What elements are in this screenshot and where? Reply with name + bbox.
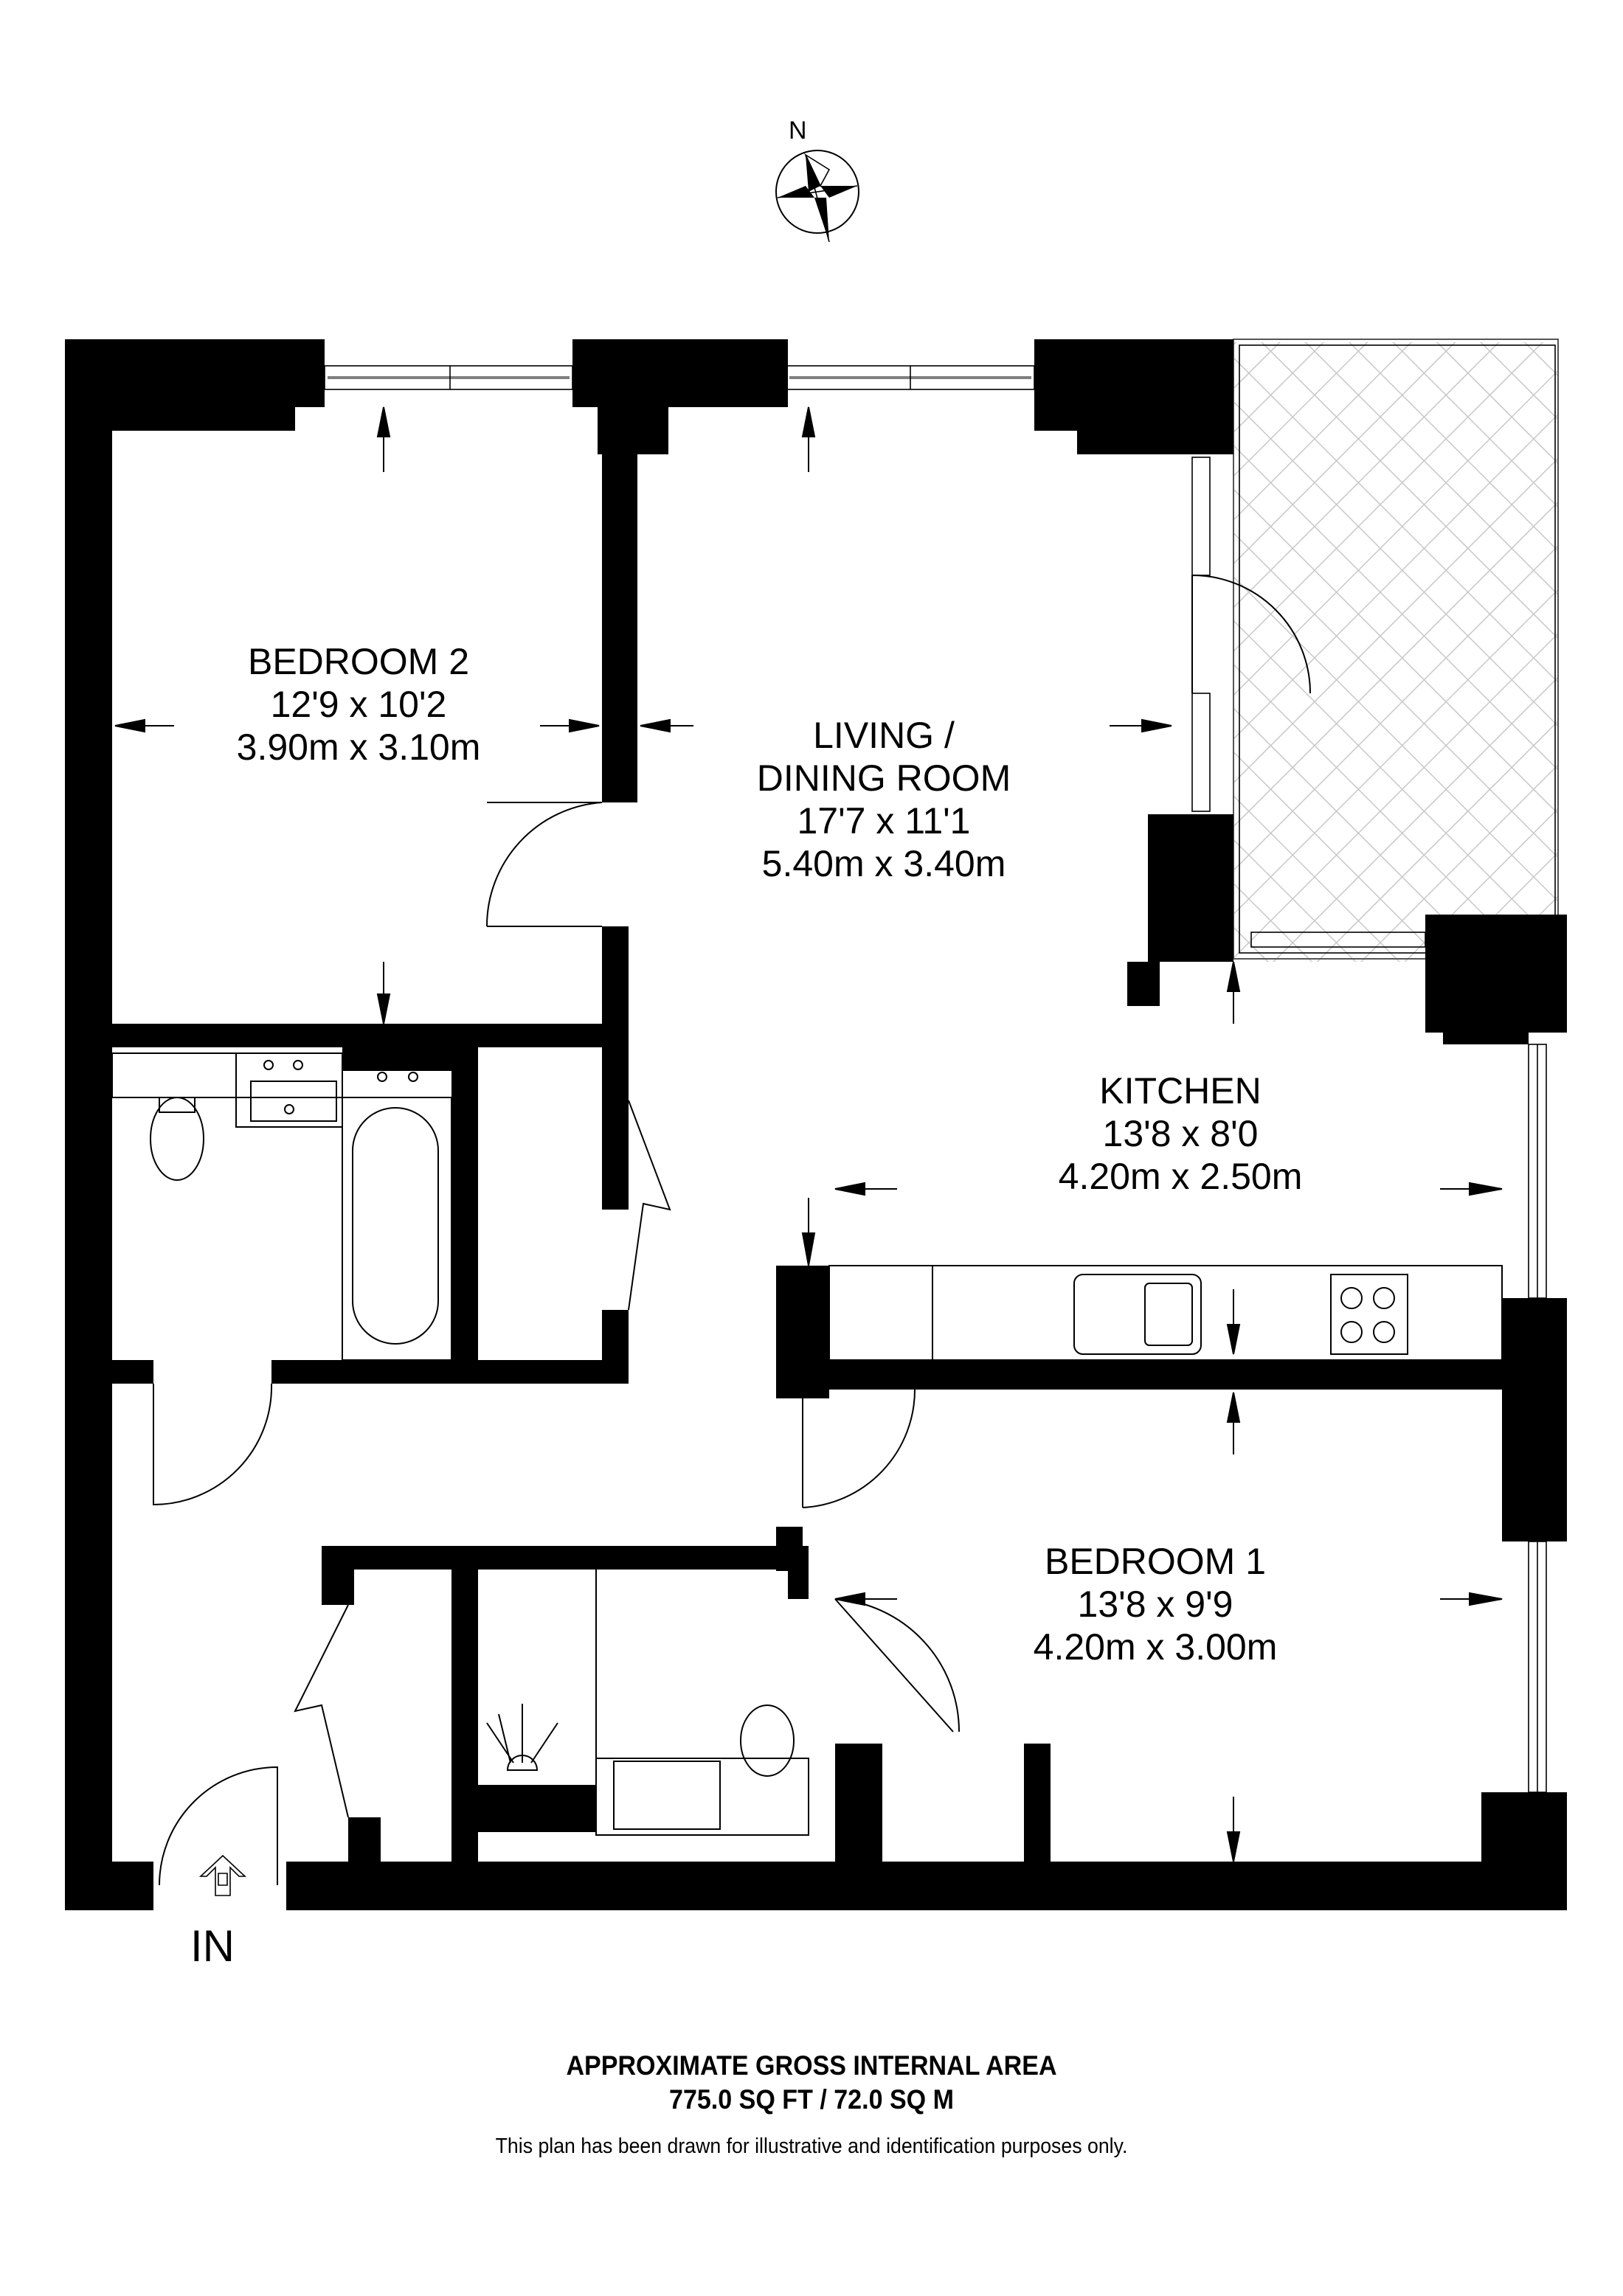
ensuite-fixtures (486, 1570, 809, 1836)
kitchen-fixtures (828, 1265, 1503, 1361)
compass-north-label: N (789, 117, 807, 145)
room-name: BEDROOM 2 (247, 641, 470, 682)
gross-area-value: 775.0 SQ FT / 72.0 SQ M (669, 2084, 954, 2115)
shower-icon (486, 1704, 558, 1771)
room-dimensions-metric: 3.90m x 3.10m (236, 726, 481, 768)
bathroom-fixtures (111, 1052, 452, 1361)
disclaimer: This plan has been drawn for illustrativ… (495, 2134, 1128, 2158)
room-dimensions-imperial: 17'7 x 11'1 (797, 800, 971, 842)
room-dimensions-imperial: 13'8 x 8'0 (1102, 1113, 1259, 1154)
room-dimensions-metric: 4.20m x 2.50m (1058, 1156, 1303, 1197)
walls (65, 339, 1567, 1910)
bath-icon (352, 1107, 439, 1345)
entrance-door (159, 1766, 278, 1886)
bedroom2-door (485, 802, 603, 927)
footer: APPROXIMATE GROSS INTERNAL AREA 775.0 SQ… (0, 2049, 1623, 2159)
room-dimensions-imperial: 12'9 x 10'2 (270, 684, 447, 725)
bathroom-door (153, 1383, 273, 1506)
room-dimensions-metric: 4.20m x 3.00m (1033, 1626, 1278, 1668)
hob-icon (1330, 1274, 1408, 1355)
sink-icon (1073, 1274, 1202, 1355)
room-name: BEDROOM 1 (1044, 1541, 1267, 1582)
ensuite-toilet-icon (740, 1704, 795, 1777)
room-name-line-1: LIVING / (813, 715, 955, 756)
toilet-icon (150, 1097, 204, 1181)
balcony-door (1191, 575, 1311, 694)
door-swings (153, 575, 1311, 1886)
entrance-arrow-icon (198, 1854, 247, 1896)
room-name-line-2: DINING ROOM (756, 757, 1011, 799)
room-label-kitchen: KITCHEN 13'8 x 8'0 4.20m x 2.50m (1059, 1069, 1303, 1198)
entrance-label: IN (190, 1921, 235, 1971)
bedroom1-door (802, 1389, 916, 1508)
compass-rose-icon (775, 150, 859, 243)
ensuite-door (834, 1598, 961, 1733)
room-dimensions-imperial: 13'8 x 9'9 (1077, 1584, 1233, 1625)
room-label-bedroom-2: BEDROOM 2 12'9 x 10'2 3.90m x 3.10m (237, 640, 481, 769)
room-dimensions-metric: 5.40m x 3.40m (761, 843, 1006, 884)
cupboard-door-1 (628, 1100, 671, 1311)
room-label-bedroom-1: BEDROOM 1 13'8 x 9'9 4.20m x 3.00m (1034, 1540, 1278, 1668)
dimension-arrows (114, 406, 1503, 1862)
gross-area-title: APPROXIMATE GROSS INTERNAL AREA (566, 2050, 1057, 2081)
balcony (1233, 339, 1559, 962)
cupboard-door-2 (294, 1604, 349, 1818)
room-name: KITCHEN (1099, 1070, 1262, 1111)
room-label-living-dining: LIVING / DINING ROOM 17'7 x 11'1 5.40m x… (757, 714, 1011, 885)
